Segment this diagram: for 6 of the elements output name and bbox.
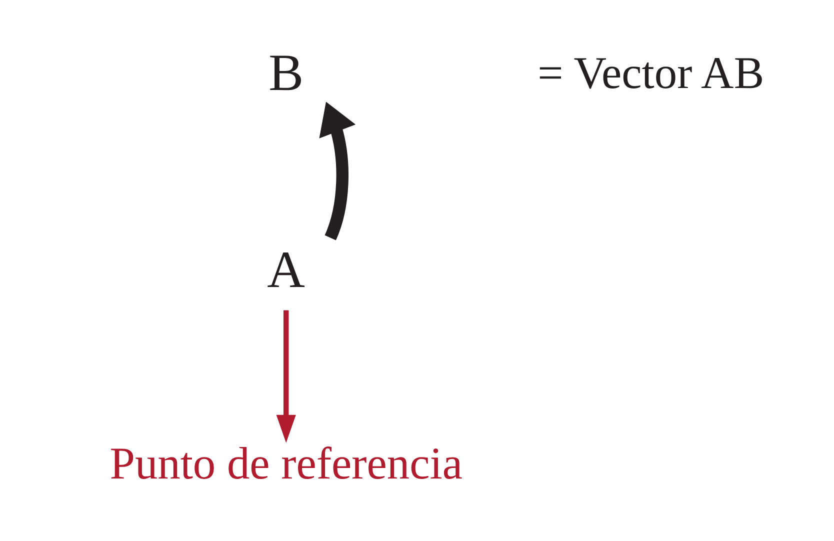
arrow (319, 102, 356, 240)
node-text: Punto de referencia (110, 438, 462, 489)
node-text: A (267, 241, 305, 300)
node-text: B (268, 44, 304, 102)
arrow (276, 310, 296, 443)
label: = Vector AB (538, 48, 764, 98)
